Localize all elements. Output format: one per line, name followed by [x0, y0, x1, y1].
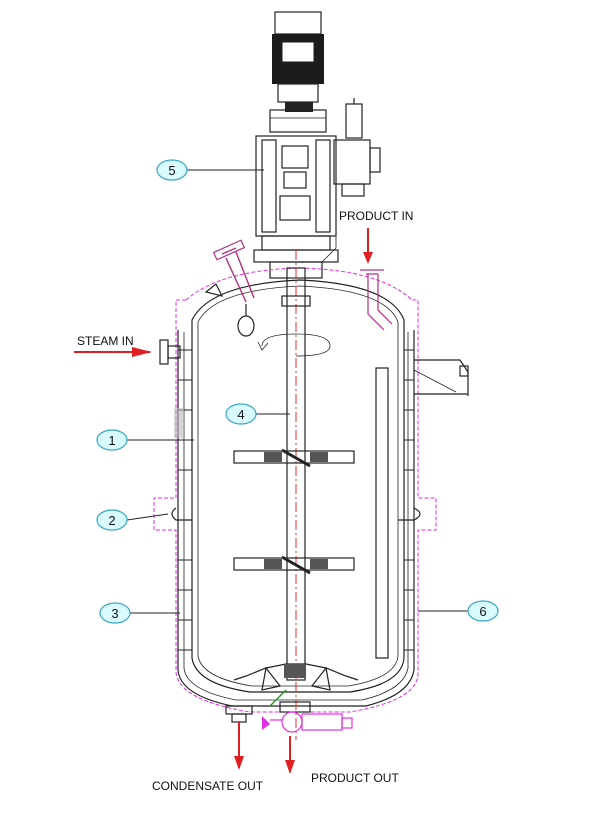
impeller-lower — [233, 555, 355, 575]
callout-4-bubble — [225, 403, 257, 425]
product-in-nozzle — [360, 228, 393, 331]
callout-3-bubble — [99, 602, 131, 624]
label-product-in: PRODUCT IN — [339, 209, 413, 223]
agitator-shaft — [281, 250, 311, 740]
baffle — [375, 367, 389, 659]
callout-2-bubble — [96, 509, 128, 531]
callout-1-bubble — [96, 429, 128, 451]
jacket-ticks — [178, 349, 414, 651]
motor — [269, 11, 327, 133]
callout-4: 4 — [237, 407, 244, 422]
label-steam-in: STEAM IN — [77, 334, 134, 348]
callout-6: 6 — [479, 604, 486, 619]
rotation-arrow — [257, 333, 331, 357]
callout-5-bubble — [156, 159, 188, 181]
label-condensate-out: CONDENSATE OUT — [152, 779, 264, 793]
anchor-impeller — [233, 663, 359, 691]
support-bracket — [413, 359, 469, 396]
jacket-wall — [177, 330, 415, 707]
callout-1: 1 — [108, 433, 115, 448]
inner-vessel — [191, 279, 405, 693]
steam-in-nozzle — [74, 339, 181, 365]
callout-3: 3 — [111, 606, 118, 621]
heating-jacket — [153, 267, 437, 713]
impeller-upper — [233, 448, 355, 468]
sight-glass-nozzle — [204, 239, 255, 337]
insulation-hatch — [174, 408, 184, 438]
bottom-valve — [262, 689, 353, 774]
mechanical-seal — [321, 98, 381, 263]
label-product-out: PRODUCT OUT — [311, 771, 399, 785]
condensate-nozzle — [225, 705, 253, 770]
callout-6-bubble — [467, 600, 499, 622]
callout-2: 2 — [108, 513, 115, 528]
callout-5: 5 — [168, 163, 175, 178]
